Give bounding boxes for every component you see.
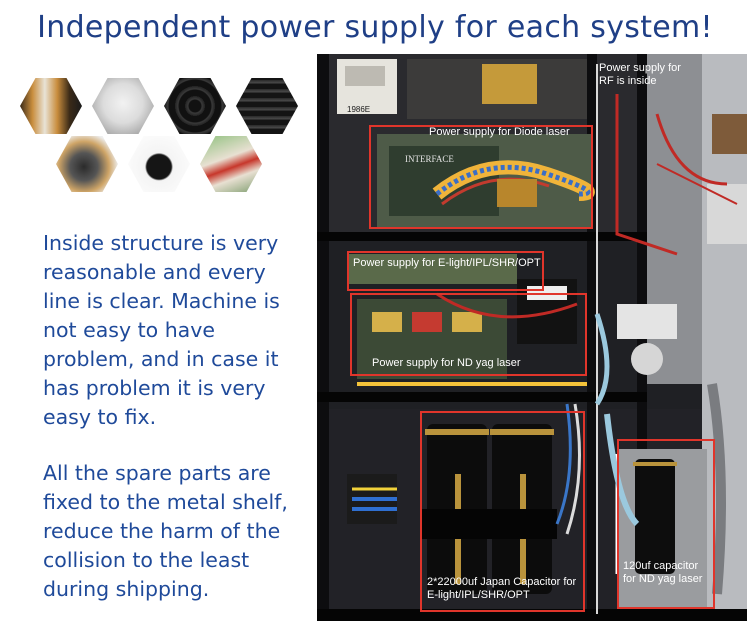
heatsink-thumbnail — [236, 78, 298, 134]
relay-label-text: 1986E — [347, 105, 370, 114]
capacitor-thumbnail — [20, 78, 82, 134]
pump-thumbnail — [56, 136, 118, 192]
cable-thumbnail — [128, 136, 190, 192]
nd-capacitor-box — [617, 439, 715, 609]
nd-capacitor-label: 120uf capacitor for ND yag laser — [623, 560, 703, 585]
ndyag-supply-label: Power supply for ND yag laser — [372, 357, 521, 369]
fan-thumbnail — [164, 78, 226, 134]
main-capacitor-box — [420, 411, 585, 612]
breaker-thumbnail — [92, 78, 154, 134]
ndyag-supply-box — [350, 293, 587, 376]
main-capacitor-label: 2*22000uf Japan Capacitor for E-light/IP… — [427, 576, 577, 601]
shipping-description: All the spare parts are fixed to the met… — [43, 461, 288, 601]
elight-supply-label: Power supply for E-light/IPL/SHR/OPT — [353, 257, 541, 269]
machine-interior-photo: 1986E INTERFACE — [317, 54, 747, 621]
diode-supply-label: Power supply for Diode laser — [429, 126, 570, 138]
wiring-thumbnail — [200, 136, 262, 192]
parts-thumbnail-collage — [20, 78, 302, 196]
page-title: Independent power supply for each system… — [37, 10, 713, 45]
interface-board-text: INTERFACE — [405, 154, 454, 164]
machine-photo-illustration: 1986E INTERFACE — [317, 54, 747, 621]
rf-supply-label: Power supply for RF is inside — [599, 62, 681, 87]
structure-description: Inside structure is very reasonable and … — [43, 231, 280, 429]
elight-supply-box — [347, 251, 544, 291]
diode-supply-box — [369, 125, 593, 229]
